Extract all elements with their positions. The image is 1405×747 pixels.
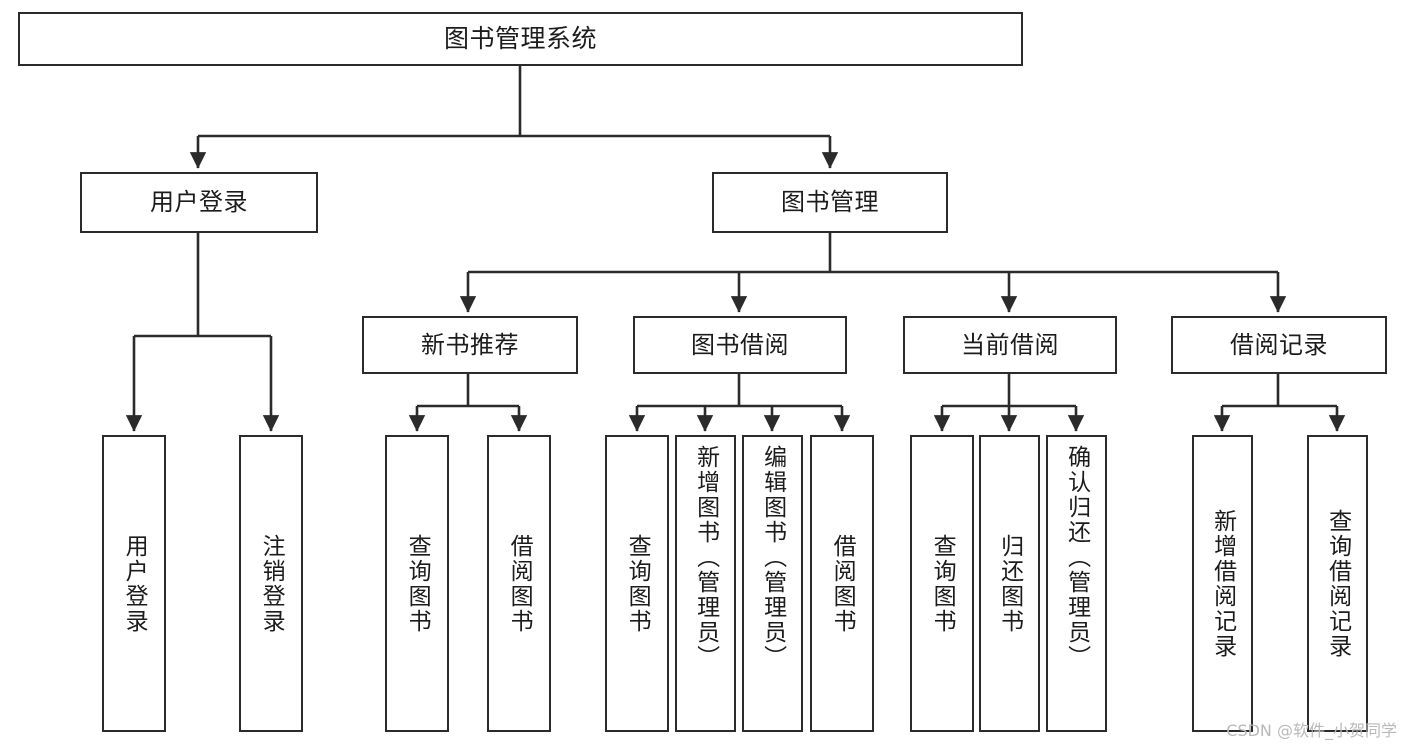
node-label: 确认归还（管理员） [1063, 445, 1090, 670]
node-root-system[interactable]: 图书管理系统 [18, 12, 1023, 66]
node-label: 查询图书 [929, 533, 956, 634]
leaf-user-login[interactable]: 用户登录 [102, 435, 166, 732]
leaf-return-book[interactable]: 归还图书 [979, 435, 1040, 732]
leaf-borrow-book-recommend[interactable]: 借阅图书 [487, 435, 551, 732]
node-label: 新增借阅记录 [1209, 508, 1236, 659]
node-label: 图书管理系统 [443, 24, 597, 54]
leaf-query-book-recommend[interactable]: 查询图书 [385, 435, 449, 732]
node-label: 注销登录 [258, 533, 285, 634]
leaf-logout-login[interactable]: 注销登录 [239, 435, 303, 732]
leaf-query-borrow-record[interactable]: 查询借阅记录 [1307, 435, 1368, 732]
leaf-add-book[interactable]: 新增图书（管理员） [675, 435, 736, 732]
node-new-book-recommend[interactable]: 新书推荐 [362, 316, 578, 374]
node-label: 借阅图书 [506, 533, 533, 634]
node-label: 图书借阅 [691, 330, 789, 359]
node-borrow-record[interactable]: 借阅记录 [1171, 316, 1387, 374]
node-label: 借阅图书 [829, 533, 856, 634]
node-label: 新增图书（管理员） [692, 445, 719, 670]
leaf-add-borrow-record[interactable]: 新增借阅记录 [1192, 435, 1253, 732]
leaf-query-book-borrow[interactable]: 查询图书 [605, 435, 669, 732]
leaf-query-book-current[interactable]: 查询图书 [910, 435, 974, 732]
node-user-login[interactable]: 用户登录 [80, 172, 318, 233]
leaf-edit-book[interactable]: 编辑图书（管理员） [742, 435, 803, 732]
leaf-borrow-book[interactable]: 借阅图书 [810, 435, 874, 732]
node-book-borrow[interactable]: 图书借阅 [633, 316, 847, 374]
node-label: 借阅记录 [1230, 330, 1328, 359]
csdn-watermark: CSDN @软件_小贺同学 [1226, 721, 1397, 740]
node-label: 归还图书 [996, 533, 1023, 634]
node-label: 查询图书 [624, 533, 651, 634]
node-book-manage[interactable]: 图书管理 [712, 172, 948, 233]
node-label: 新书推荐 [421, 330, 519, 359]
node-label: 用户登录 [150, 188, 248, 217]
node-label: 当前借阅 [961, 330, 1059, 359]
leaf-confirm-return[interactable]: 确认归还（管理员） [1046, 435, 1107, 732]
node-label: 用户登录 [121, 533, 148, 634]
node-label: 编辑图书（管理员） [759, 445, 786, 670]
node-label: 查询借阅记录 [1324, 508, 1351, 659]
node-label: 图书管理 [781, 188, 879, 217]
node-current-borrow[interactable]: 当前借阅 [903, 316, 1117, 374]
node-label: 查询图书 [404, 533, 431, 634]
